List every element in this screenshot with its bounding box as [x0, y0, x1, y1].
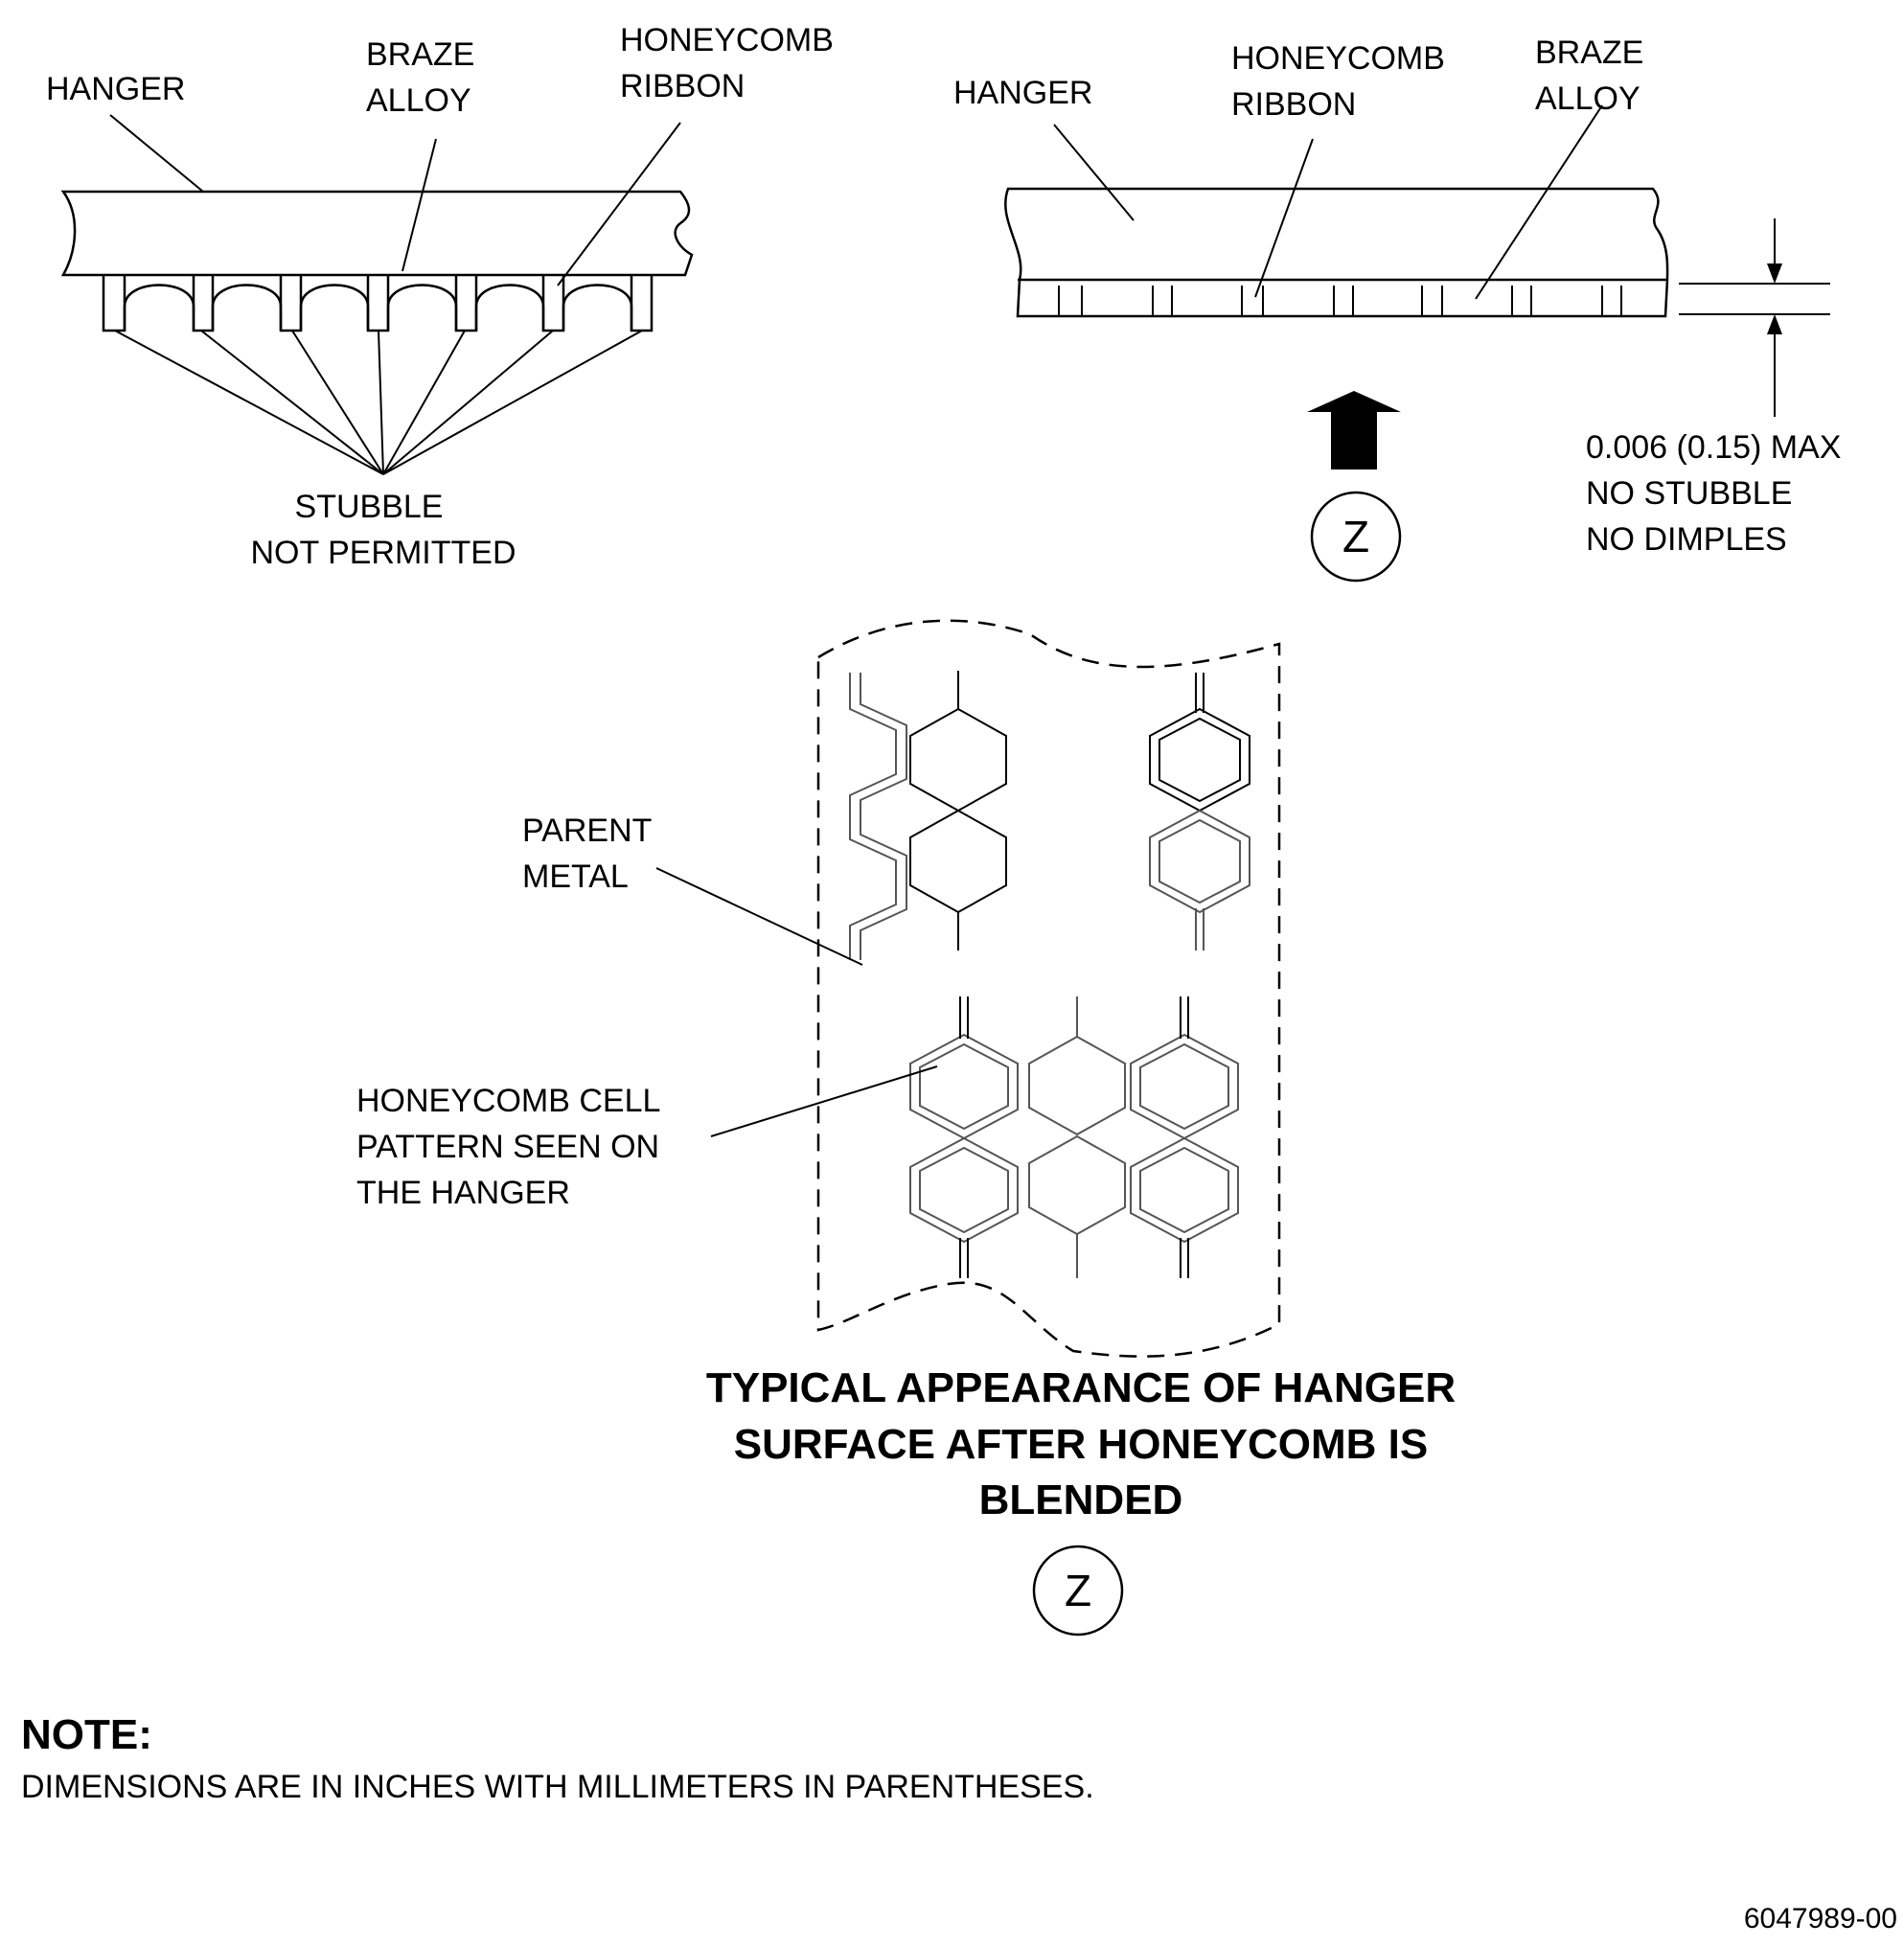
cell-pattern-label-2: PATTERN SEEN ON	[356, 1129, 659, 1165]
stubble-label-2: NOT PERMITTED	[250, 535, 516, 571]
right-hanger-label: HANGER	[953, 75, 1092, 111]
left-ribbon-label-2: RIBBON	[620, 68, 745, 104]
parent-metal-label-1: PARENT	[522, 813, 652, 849]
left-leader-lines	[109, 114, 681, 475]
note-block: NOTE: DIMENSIONS ARE IN INCHES WITH MILL…	[21, 1711, 1094, 1805]
left-hanger-label: HANGER	[46, 71, 185, 107]
left-braze-label-2: ALLOY	[366, 82, 471, 119]
right-hanger-outline	[1004, 187, 1669, 318]
right-braze-label-2: ALLOY	[1535, 80, 1640, 117]
thickness-dimension	[1679, 218, 1830, 417]
stubble-label-1: STUBBLE	[295, 489, 444, 525]
lower-right-cells	[1130, 996, 1239, 1278]
dimension-label-2: NO STUBBLE	[1586, 475, 1792, 512]
right-leader-lines	[1053, 104, 1603, 300]
view-z-label-letter: Z	[1065, 1566, 1091, 1615]
cell-pattern-label-3: THE HANGER	[356, 1175, 570, 1211]
right-section-view: Z HANGER HONEYCOMB RIBBON BRAZE ALLOY 0.…	[953, 34, 1841, 583]
upper-right-cells	[1149, 673, 1250, 950]
upper-center-cells	[909, 671, 1007, 950]
view-z-label-circle	[1032, 1545, 1124, 1637]
view-callout-circle	[1310, 491, 1402, 583]
cell-pattern-label-1: HONEYCOMB CELL	[356, 1083, 660, 1119]
cell-pattern-leader	[710, 1065, 938, 1137]
dimension-label-3: NO DIMPLES	[1586, 521, 1787, 558]
view-z-dashed-boundary	[816, 619, 1281, 1358]
lower-left-cells	[909, 996, 1019, 1278]
left-honeycomb-ribbon	[102, 275, 654, 332]
view-z: PARENT METAL HONEYCOMB CELL PATTERN SEEN…	[356, 619, 1456, 1637]
right-ribbon-stubs	[1058, 286, 1622, 316]
left-braze-label-1: BRAZE	[366, 36, 474, 73]
view-direction-arrow	[1307, 391, 1401, 469]
view-z-caption-3: BLENDED	[979, 1477, 1183, 1523]
right-ribbon-label-2: RIBBON	[1231, 86, 1356, 123]
parent-metal-leader	[655, 867, 863, 966]
dimension-label-1: 0.006 (0.15) MAX	[1586, 429, 1841, 466]
note-text: DIMENSIONS ARE IN INCHES WITH MILLIMETER…	[21, 1769, 1094, 1805]
right-braze-label-1: BRAZE	[1535, 34, 1643, 71]
left-hanger-outline	[60, 190, 694, 277]
left-section-view: HANGER BRAZE ALLOY HONEYCOMB RIBBON STUB…	[46, 22, 834, 571]
view-z-caption-2: SURFACE AFTER HONEYCOMB IS	[734, 1421, 1428, 1468]
right-ribbon-label-1: HONEYCOMB	[1231, 40, 1445, 77]
note-heading: NOTE:	[21, 1711, 152, 1758]
lower-center-cells	[1028, 996, 1126, 1278]
parent-metal-label-2: METAL	[522, 859, 629, 895]
left-ribbon-label-1: HONEYCOMB	[620, 22, 834, 58]
view-z-caption-1: TYPICAL APPEARANCE OF HANGER	[706, 1364, 1456, 1411]
upper-left-cell-strip	[849, 673, 907, 960]
figure-number: 6047989-00	[1744, 1903, 1897, 1935]
view-callout-letter: Z	[1342, 512, 1369, 561]
